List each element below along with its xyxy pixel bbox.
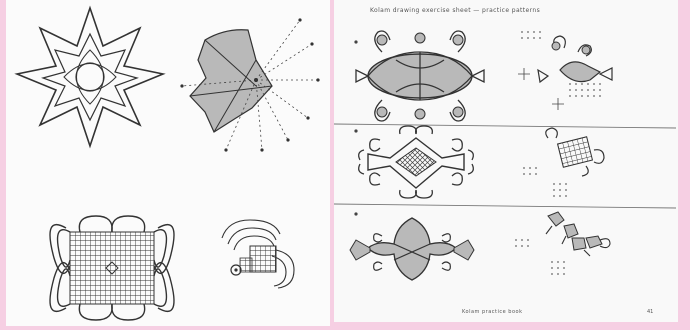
row2-practice	[523, 128, 604, 197]
construction-kolam	[180, 18, 319, 151]
row2-kolam	[359, 126, 474, 198]
row3-kolam	[350, 218, 474, 280]
row1-practice	[518, 31, 612, 110]
woven-kolam	[50, 216, 174, 320]
row1-kolam	[356, 31, 484, 121]
row3-practice	[515, 212, 610, 275]
star-kolam	[17, 8, 163, 146]
partial-woven-kolam	[222, 220, 294, 288]
